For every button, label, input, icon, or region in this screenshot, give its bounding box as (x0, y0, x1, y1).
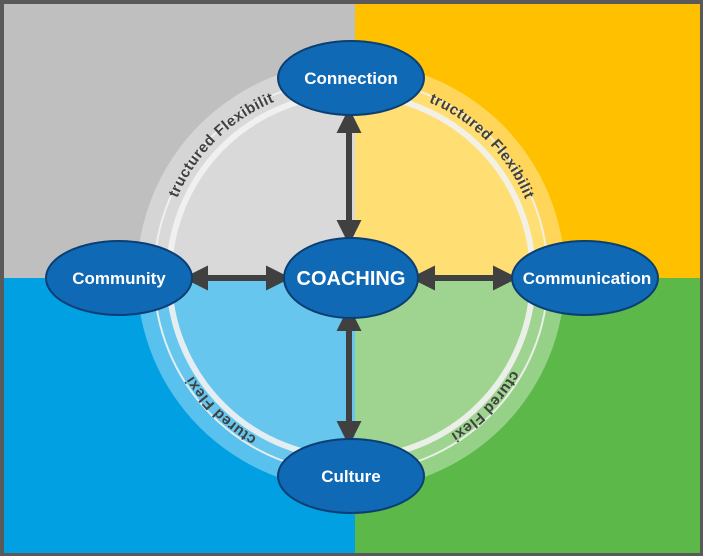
node-coaching: COACHING (283, 237, 419, 319)
node-communication: Communication (511, 240, 659, 316)
node-culture-label: Culture (321, 467, 381, 486)
node-coaching-label: COACHING (297, 268, 406, 290)
node-communication-label: Communication (523, 269, 651, 288)
node-connection-label: Connection (304, 69, 398, 88)
node-community-label: Community (72, 269, 166, 288)
node-community: Community (45, 240, 193, 316)
node-connection: Connection (277, 40, 425, 116)
node-culture: Culture (277, 438, 425, 514)
